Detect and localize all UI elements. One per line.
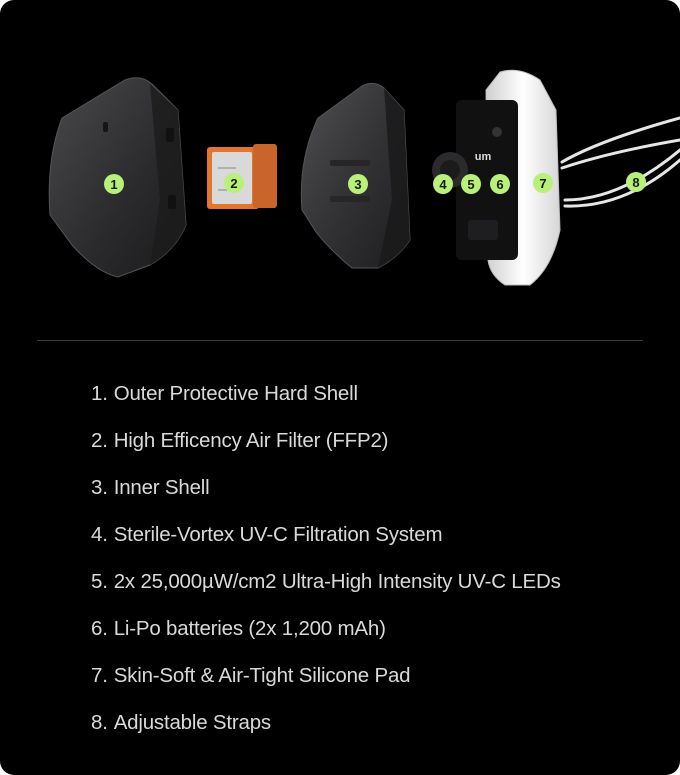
legend-item-label: High Efficency Air Filter (FFP2) [113,429,389,452]
svg-text:6: 6 [496,177,503,192]
legend-item: 6.Li-Po batteries (2x 1,200 mAh) [91,617,386,641]
air-filter-part [207,144,277,209]
marker-6: 6 [490,174,510,194]
marker-4: 4 [433,174,453,194]
marker-8: 8 [626,172,646,192]
svg-text:4: 4 [439,177,447,192]
legend-item-label: Inner Shell [113,476,210,499]
legend-item-label: Li-Po batteries (2x 1,200 mAh) [113,617,386,640]
svg-text:7: 7 [539,176,546,191]
legend-item-number: 2. [91,429,108,452]
device-logo-text: um [475,151,492,163]
legend-item: 5.2x 25,000µW/cm2 Ultra-High Intensity U… [91,570,561,594]
straps-part [560,116,680,208]
legend-item-number: 8. [91,711,108,734]
section-divider [37,340,643,341]
legend-item-number: 7. [91,664,108,687]
legend-item-number: 3. [91,476,108,499]
marker-5: 5 [461,174,481,194]
legend-item-number: 6. [91,617,108,640]
svg-text:5: 5 [467,177,474,192]
legend-item: 7.Skin-Soft & Air-Tight Silicone Pad [91,664,411,688]
legend-item: 8.Adjustable Straps [91,711,271,735]
legend-item-number: 4. [91,523,108,546]
marker-7: 7 [533,173,553,193]
marker-3: 3 [348,174,368,194]
legend-item-number: 1. [91,382,108,405]
svg-text:8: 8 [632,175,639,190]
legend-item-label: Outer Protective Hard Shell [113,382,358,405]
legend-item: 3.Inner Shell [91,476,210,500]
legend-item-label: Skin-Soft & Air-Tight Silicone Pad [113,664,411,687]
legend-item-label: Adjustable Straps [113,711,271,734]
marker-2: 2 [224,173,244,193]
legend-item-label: 2x 25,000µW/cm2 Ultra-High Intensity UV-… [113,570,561,593]
marker-1: 1 [104,174,124,194]
legend-item: 1.Outer Protective Hard Shell [91,382,358,406]
legend-item: 4.Sterile-Vortex UV-C Filtration System [91,523,443,547]
exploded-view-illustration: um 1 2 3 4 5 [48,69,680,286]
legend-item-label: Sterile-Vortex UV-C Filtration System [113,523,443,546]
uv-module-part: um [432,69,561,286]
svg-text:1: 1 [110,177,117,192]
legend-item: 2.High Efficency Air Filter (FFP2) [91,429,389,453]
svg-text:3: 3 [354,177,361,192]
legend-item-number: 5. [91,570,108,593]
svg-text:2: 2 [230,176,237,191]
